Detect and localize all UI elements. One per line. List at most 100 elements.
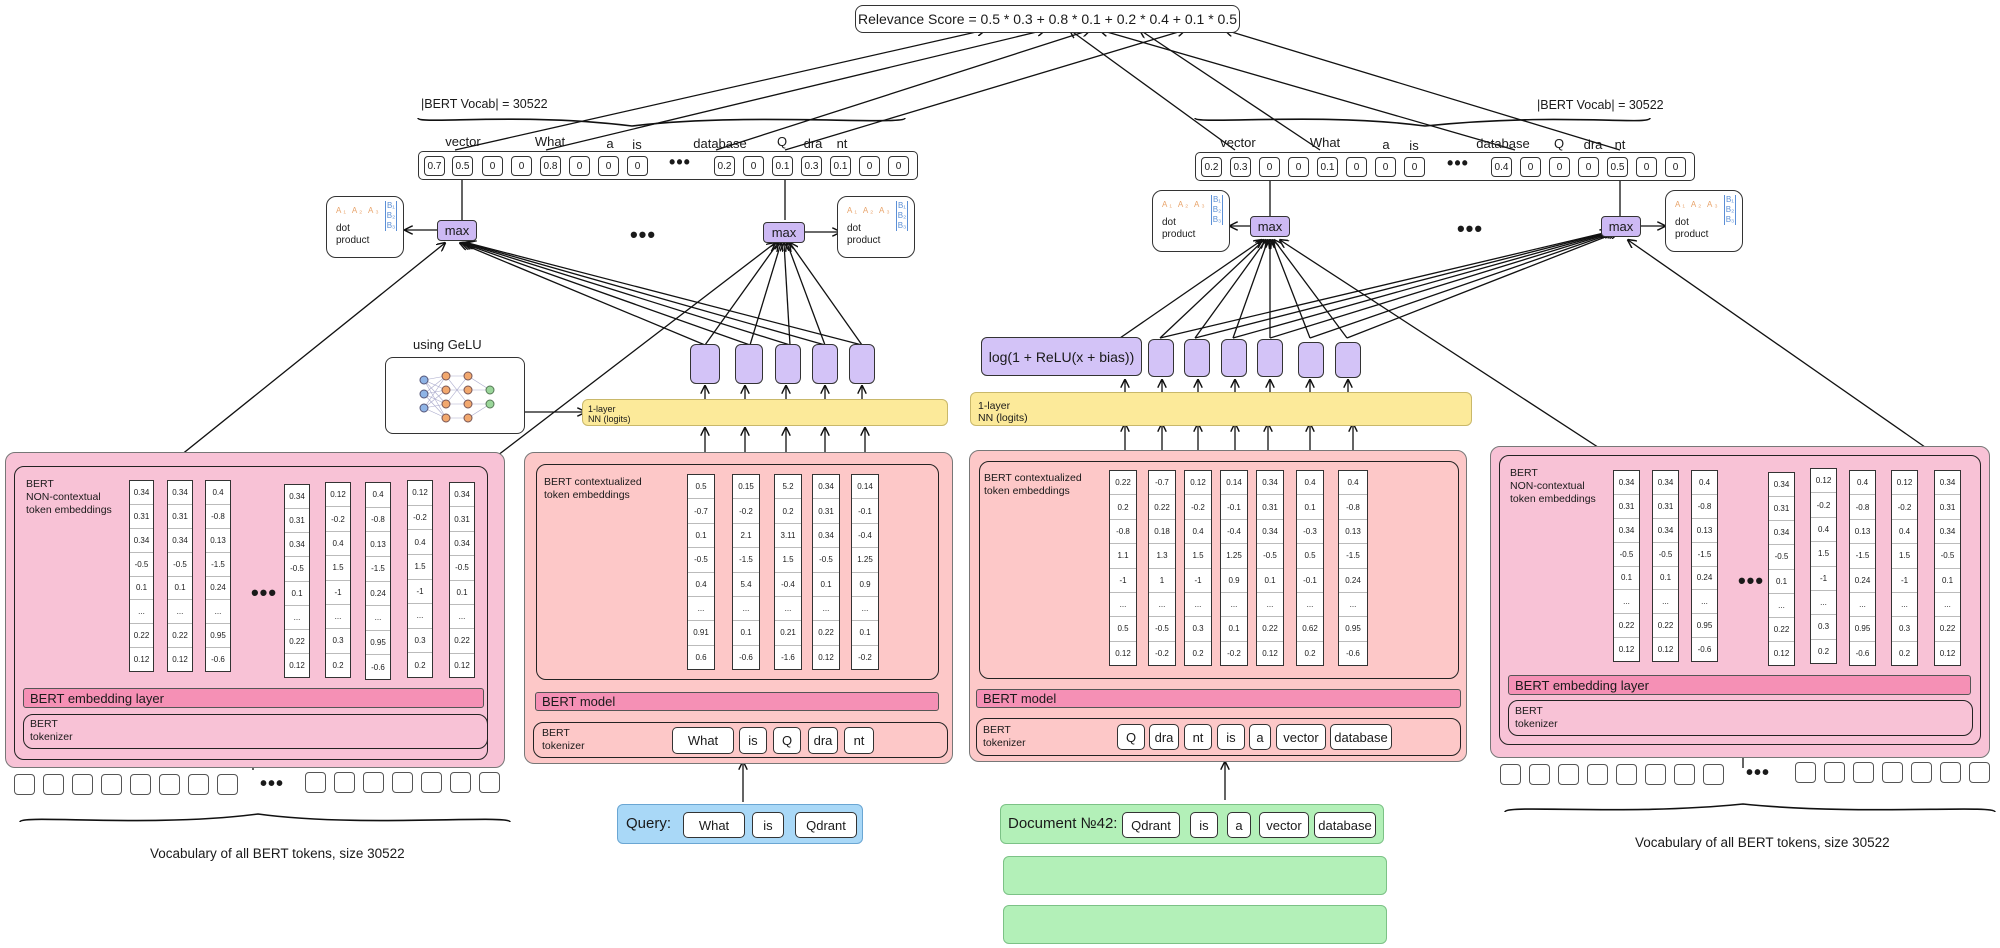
query-label: Query: [626,815,672,832]
document-box-empty[interactable] [1003,856,1387,895]
dot-card-a: A₁ A₂ A₃ [336,206,381,215]
logit-block [775,344,801,384]
left-vec-value: 0 [482,156,503,176]
vocab-token-square [1940,762,1961,783]
relevance-score-formula: Relevance Score = 0.5 * 0.3 + 0.8 * 0.1 … [857,11,1238,27]
dot-card-text: dot product [1675,217,1709,240]
left-vec-label: Q [776,134,788,149]
query-word: is [752,812,784,838]
vocab-token-square [1911,762,1932,783]
right-vec-label: database [1476,136,1530,151]
vocab-token-square [1674,764,1695,785]
right-vec-value: 0 [1549,157,1570,177]
neural-network-image [385,357,525,434]
document-label: Document №42: [1008,815,1118,832]
right-vec-value: 0.2 [1201,157,1222,177]
query-token: dra [808,727,838,754]
vocab-caption-left: Vocabulary of all BERT tokens, size 3052… [150,846,405,861]
right-vec-value: 0 [1288,157,1309,177]
right-vec-value: 0.3 [1230,157,1251,177]
dot-card-b: B₁ B₂ B₃ [385,201,397,231]
right-vec-value: 0.4 [1491,157,1512,177]
vocab-token-square [305,772,326,793]
right-vec-value: 0.5 [1607,157,1628,177]
dot-product-card: A₁ A₂ A₃ B₁ B₂ B₃ dot product [837,196,915,258]
bert-tokenizer-box: BERT tokenizer [1508,700,1973,736]
doc-token: dra [1149,724,1179,750]
dot-card-text: dot product [847,223,881,246]
vocab-token-square [1969,762,1990,783]
bert-tokenizer-box: BERT tokenizer [23,714,488,749]
vocab-size-label-right: |BERT Vocab| = 30522 [1537,98,1664,112]
max-node: max [437,220,477,241]
document-box-empty[interactable] [1003,905,1387,944]
left-vec-value: 0.8 [540,156,561,176]
left-vec-label: dra [803,136,823,151]
vocab-token-square [1616,764,1637,785]
left-vec-label: nt [836,136,848,151]
right-vec-value: 0 [1520,157,1541,177]
dot-card-text: dot product [336,223,370,246]
left-vec-label: What [534,134,566,149]
right-vec-value: 0 [1404,157,1425,177]
left-vec-value: 0.2 [714,156,735,176]
contextual-label: BERT contextualized token embeddings [544,476,642,501]
left-vec-value: 0.3 [801,156,822,176]
vocab-token-square [421,772,442,793]
logit-block [849,344,875,384]
vocab-token-square [1824,762,1845,783]
noncontextual-label: BERT NON-contextual token embeddings [26,478,112,516]
document-word: a [1227,812,1251,838]
left-vec-ellipsis: ••• [669,152,691,172]
left-vec-value: 0 [627,156,648,176]
dot-card-b: B₁ B₂ B₃ [1211,195,1223,225]
right-vec-label: dra [1583,137,1603,152]
logit-block [1148,339,1174,377]
right-vec-value: 0 [1636,157,1657,177]
dot-card-b: B₁ B₂ B₃ [1724,195,1736,225]
bert-tokenizer-box: BERT tokenizer [976,718,1461,756]
query-token: Q [773,727,801,754]
query-word: Qdrant [795,812,857,838]
vocab-token-square [450,772,471,793]
max-ellipsis: ••• [1456,216,1484,241]
left-vec-label: is [632,137,642,152]
vocab-token-square [14,774,35,795]
vocab-token-square [1529,764,1550,785]
dot-card-a: A₁ A₂ A₃ [1162,200,1207,209]
vocab-token-square [188,774,209,795]
bert-tokenizer-label: BERT tokenizer [542,727,585,752]
vocab-token-square [72,774,93,795]
vocab-token-square [363,772,384,793]
left-vec-value: 0 [598,156,619,176]
vocab-token-square [1500,764,1521,785]
document-word: vector [1259,812,1309,838]
vocab-token-square [130,774,151,795]
neural-network-icon [419,371,495,423]
left-vec-label: a [606,136,614,151]
logit-block [1257,339,1283,377]
noncontextual-inner-left [14,466,488,760]
left-vec-value: 0 [859,156,880,176]
right-vec-value: 0.1 [1317,157,1338,177]
right-vec-value: 0 [1375,157,1396,177]
right-vec-value: 0 [1259,157,1280,177]
left-vec-value: 0.7 [424,156,445,176]
left-vec-label: database [693,136,747,151]
gelu-label: using GeLU [413,337,482,352]
left-vec-value: 0 [888,156,909,176]
